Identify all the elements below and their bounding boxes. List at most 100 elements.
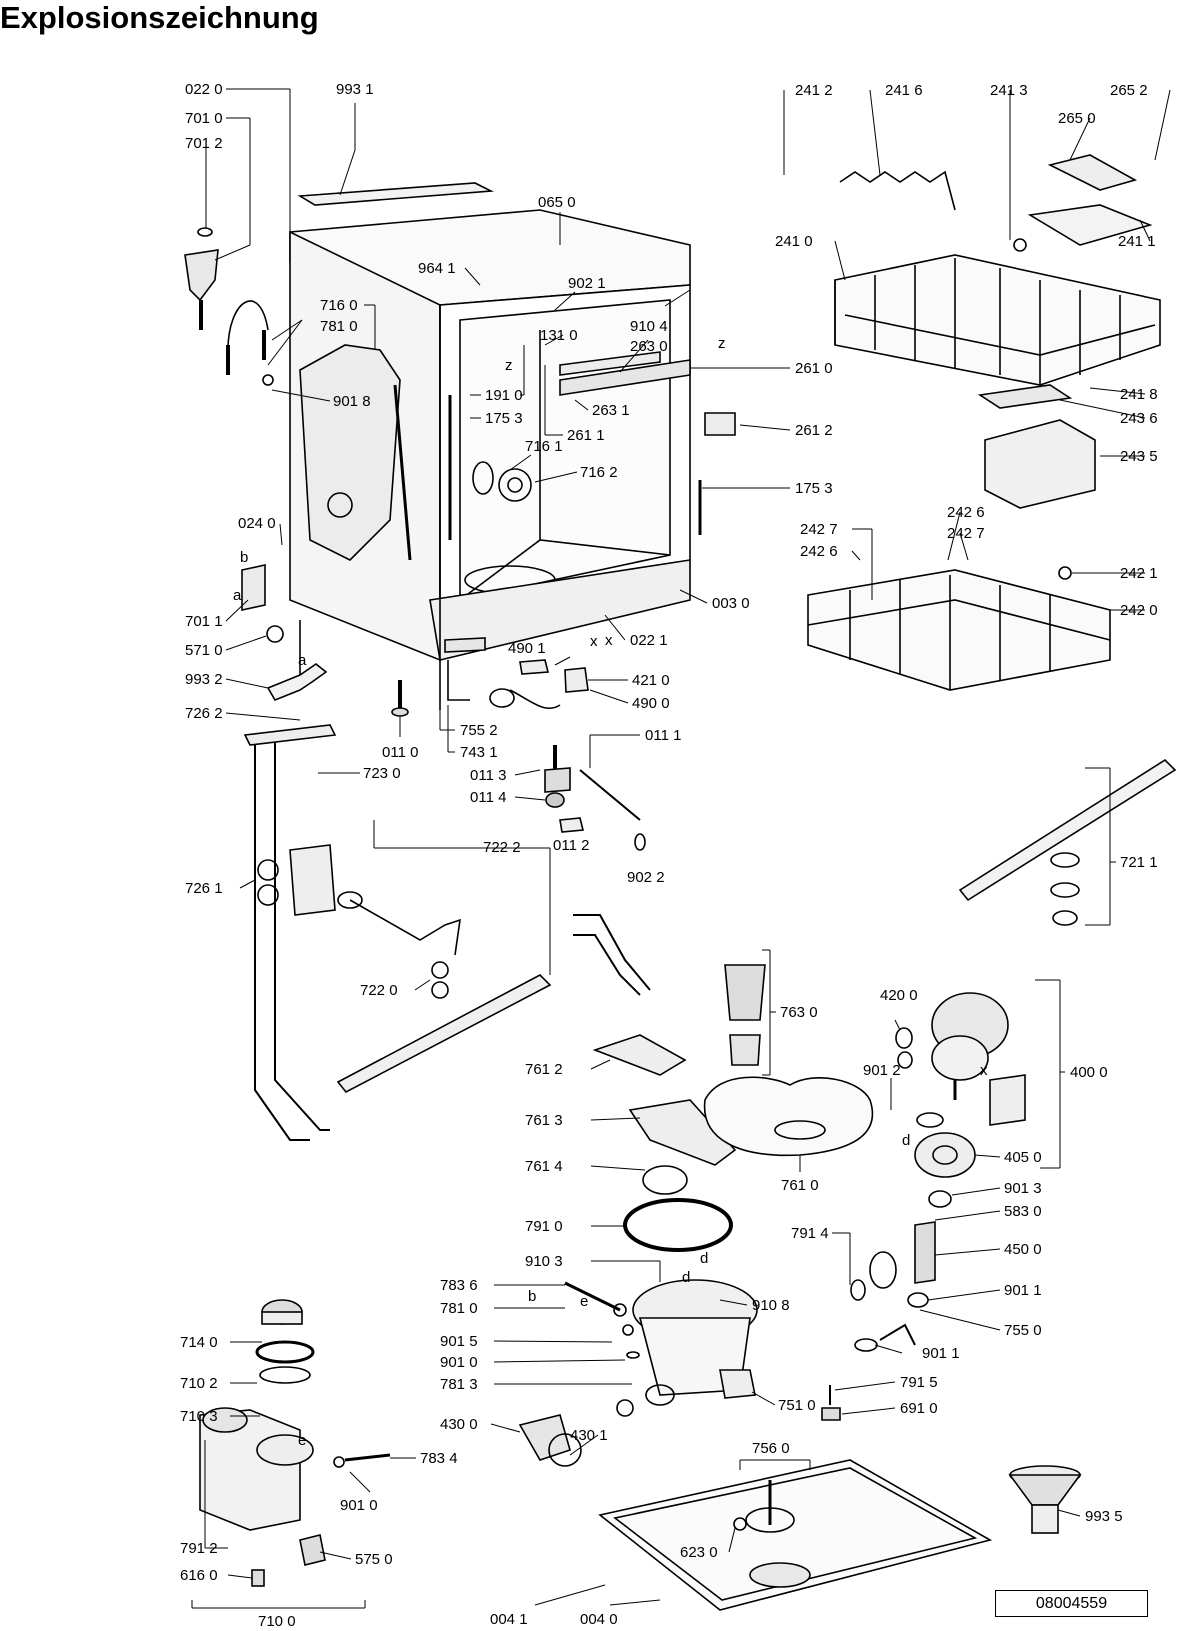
marker-e-2: e xyxy=(298,1432,306,1449)
label-722-2: 722 2 xyxy=(483,839,521,856)
part-labels: 022 0 993 1 701 0 701 2 065 0 964 1 902 … xyxy=(180,81,1158,1630)
label-405-0: 405 0 xyxy=(1004,1149,1042,1166)
label-901-2: 901 2 xyxy=(863,1062,901,1079)
sump-part xyxy=(632,1279,758,1406)
label-241-3: 241 3 xyxy=(990,82,1028,99)
label-761-2: 761 2 xyxy=(525,1061,563,1078)
motor-part xyxy=(895,992,1026,1126)
label-910-3: 910 3 xyxy=(525,1253,563,1270)
corrugated-hose-part xyxy=(914,1221,936,1284)
label-004-1: 004 1 xyxy=(490,1611,528,1628)
label-761-3: 761 3 xyxy=(525,1112,563,1129)
label-781-0: 781 0 xyxy=(440,1300,478,1317)
bracket-part xyxy=(444,637,486,653)
leader-lines xyxy=(191,88,1171,1609)
rack-part xyxy=(1027,204,1153,246)
label-781-0-top: 781 0 xyxy=(320,318,358,335)
worktop-strip-part xyxy=(297,182,494,206)
label-783-4: 783 4 xyxy=(420,1450,458,1467)
label-993-5: 993 5 xyxy=(1085,1508,1123,1525)
label-901-3: 901 3 xyxy=(1004,1180,1042,1197)
clip-part xyxy=(704,412,736,436)
marker-a-2: a xyxy=(298,652,307,669)
label-241-8: 241 8 xyxy=(1120,386,1158,403)
label-265-0: 265 0 xyxy=(1058,110,1096,127)
label-261-0: 261 0 xyxy=(795,360,833,377)
sensor-part xyxy=(519,659,550,675)
label-755-2: 755 2 xyxy=(460,722,498,739)
label-722-0: 722 0 xyxy=(360,982,398,999)
marker-d-3: d xyxy=(682,1269,690,1286)
label-743-1: 743 1 xyxy=(460,744,498,761)
label-490-1: 490 1 xyxy=(508,640,546,657)
label-902-2: 902 2 xyxy=(627,869,665,886)
label-701-2: 701 2 xyxy=(185,135,223,152)
label-024-0: 024 0 xyxy=(238,515,276,532)
label-571-0: 571 0 xyxy=(185,642,223,659)
label-993-1: 993 1 xyxy=(336,81,374,98)
spring-wire-part xyxy=(839,170,956,211)
label-242-6-right: 242 6 xyxy=(947,504,985,521)
label-791-0: 791 0 xyxy=(525,1218,563,1235)
label-242-7-left: 242 7 xyxy=(800,521,838,538)
marker-letters: z z x b a a b e d x d d e x xyxy=(233,335,988,1449)
clamp-part xyxy=(869,1251,897,1289)
label-710-0: 710 0 xyxy=(258,1613,296,1630)
heater-part xyxy=(518,1414,571,1461)
cutlery-basket-part xyxy=(984,419,1096,509)
label-241-0: 241 0 xyxy=(775,233,813,250)
salt-container-part xyxy=(199,1299,315,1531)
water-pipe-part xyxy=(254,735,330,1141)
label-751-0: 751 0 xyxy=(778,1397,816,1414)
water-inlet-part xyxy=(184,227,274,386)
label-901-0-left: 901 0 xyxy=(340,1497,378,1514)
label-691-0: 691 0 xyxy=(900,1400,938,1417)
label-011-3: 011 3 xyxy=(470,767,506,784)
label-243-6: 243 6 xyxy=(1120,410,1158,427)
filter-part xyxy=(724,964,766,1021)
label-993-2: 993 2 xyxy=(185,671,223,688)
label-420-0: 420 0 xyxy=(880,987,918,1004)
spray-arm-bearing-part xyxy=(498,468,532,502)
marker-x-1: x xyxy=(590,633,598,650)
label-175-3: 175 3 xyxy=(485,410,523,427)
label-901-1-top: 901 1 xyxy=(1004,1282,1042,1299)
label-241-1: 241 1 xyxy=(1118,233,1156,250)
document-number-box: 08004559 xyxy=(995,1590,1148,1617)
marker-d-2: d xyxy=(902,1132,910,1149)
label-783-6: 783 6 xyxy=(440,1277,478,1294)
label-175-3b: 175 3 xyxy=(795,480,833,497)
label-763-0: 763 0 xyxy=(780,1004,818,1021)
hinge-part xyxy=(241,564,266,611)
side-insulation-part xyxy=(299,344,401,561)
label-701-1: 701 1 xyxy=(185,613,223,630)
label-710-3: 710 3 xyxy=(180,1408,218,1425)
label-022-1: 022 1 xyxy=(630,632,668,649)
marker-b-2: b xyxy=(528,1288,536,1305)
label-265-2: 265 2 xyxy=(1110,82,1148,99)
label-710-2: 710 2 xyxy=(180,1375,218,1392)
label-910-4: 910 4 xyxy=(630,318,668,335)
label-791-2: 791 2 xyxy=(180,1540,218,1557)
label-242-6-left: 242 6 xyxy=(800,543,838,560)
sump-seal-part xyxy=(623,1198,733,1252)
label-400-0: 400 0 xyxy=(1070,1064,1108,1081)
marker-e-1: e xyxy=(580,1293,588,1310)
label-716-0: 716 0 xyxy=(320,297,358,314)
label-761-0: 761 0 xyxy=(781,1177,819,1194)
label-191-0: 191 0 xyxy=(485,387,523,404)
upper-basket-part xyxy=(834,254,1161,386)
label-430-1: 430 1 xyxy=(570,1427,608,1444)
marker-x-2: x xyxy=(980,1062,988,1079)
label-616-0: 616 0 xyxy=(180,1567,218,1584)
drain-pipe-part xyxy=(573,914,651,996)
label-716-1: 716 1 xyxy=(525,438,563,455)
label-756-0: 756 0 xyxy=(752,1440,790,1457)
label-131-0: 131 0 xyxy=(540,327,578,344)
label-011-2: 011 2 xyxy=(553,837,589,854)
label-011-4: 011 4 xyxy=(470,789,506,806)
float-switch-part xyxy=(821,1407,841,1421)
marker-a-1: a xyxy=(233,587,242,604)
marker-z-2: z xyxy=(718,335,726,352)
plug-part xyxy=(266,625,284,643)
